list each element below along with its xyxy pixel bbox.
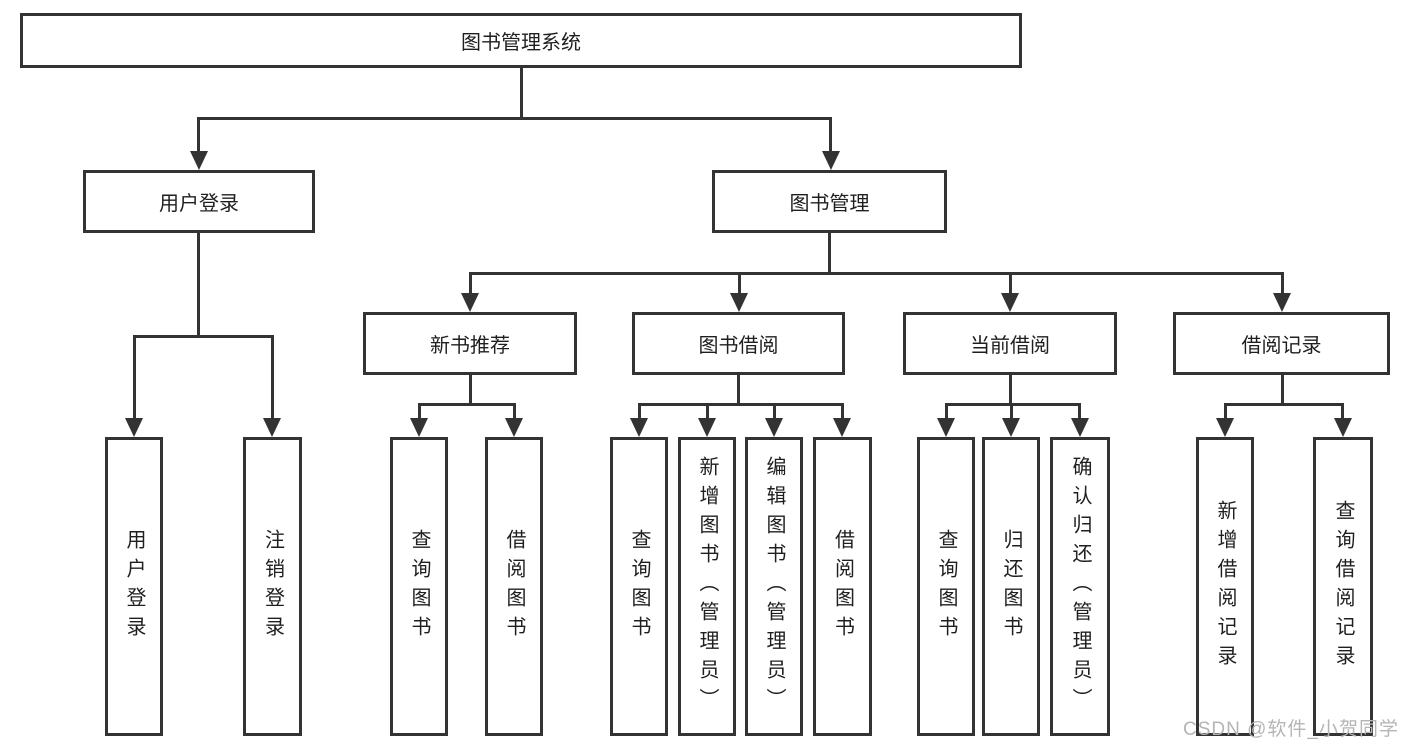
- connector-line: [197, 117, 831, 120]
- arrowhead-down: [730, 293, 748, 312]
- leaf-edit-book-admin: 编辑图书（管理员）: [745, 437, 803, 736]
- connector-line: [1010, 403, 1013, 419]
- leaf-label: 注销登录: [261, 528, 284, 645]
- node-new-book-recommendation: 新书推荐: [363, 312, 577, 375]
- connector-line: [1341, 403, 1344, 419]
- leaf-label: 查询图书: [628, 528, 650, 645]
- connector-line: [1224, 403, 1227, 419]
- node-borrowing-records: 借阅记录: [1173, 312, 1390, 375]
- arrowhead-down: [630, 418, 648, 437]
- leaf-label: 确认归还（管理员）: [1069, 456, 1091, 717]
- connector-line: [773, 403, 776, 419]
- arrowhead-down: [1001, 293, 1019, 312]
- connector-line: [133, 335, 136, 418]
- connector-line: [829, 117, 832, 151]
- leaf-label: 用户登录: [123, 528, 145, 645]
- connector-line: [520, 68, 523, 117]
- connector-line: [469, 375, 472, 403]
- leaf-user-login: 用户登录: [105, 437, 163, 736]
- leaf-label: 新增图书（管理员）: [696, 456, 718, 717]
- leaf-add-borrow-record: 新增借阅记录: [1196, 437, 1254, 736]
- node-user-login: 用户登录: [83, 170, 315, 233]
- leaf-label: 查询图书: [408, 528, 430, 645]
- leaf-label: 借阅图书: [831, 528, 854, 645]
- connector-line: [197, 233, 200, 335]
- arrowhead-down: [461, 293, 479, 312]
- leaf-query-borrow-record: 查询借阅记录: [1313, 437, 1373, 736]
- node-book-borrowing: 图书借阅: [632, 312, 845, 375]
- connector-line: [738, 272, 741, 294]
- connector-line: [737, 375, 740, 403]
- leaf-label: 归还图书: [1000, 528, 1022, 645]
- connector-line: [1281, 375, 1284, 403]
- leaf-label: 编辑图书（管理员）: [763, 456, 785, 717]
- leaf-label: 查询图书: [935, 528, 957, 645]
- arrowhead-down: [505, 418, 523, 437]
- csdn-watermark: CSDN @软件_小贺同学: [1183, 719, 1399, 740]
- leaf-query-books-current: 查询图书: [917, 437, 975, 736]
- leaf-query-books-recommend: 查询图书: [390, 437, 448, 736]
- leaf-return-books: 归还图书: [982, 437, 1040, 736]
- arrowhead-down: [833, 418, 851, 437]
- node-library-management-system: 图书管理系统: [20, 13, 1022, 68]
- leaf-label: 查询借阅记录: [1332, 499, 1354, 674]
- connector-line: [638, 403, 844, 406]
- arrowhead-down: [765, 418, 783, 437]
- arrowhead-down: [190, 151, 208, 170]
- arrowhead-down: [822, 151, 840, 170]
- connector-line: [469, 272, 472, 294]
- arrowhead-down: [698, 418, 716, 437]
- arrowhead-down: [1216, 418, 1234, 437]
- node-current-borrowing: 当前借阅: [903, 312, 1117, 375]
- arrowhead-down: [1334, 418, 1352, 437]
- leaf-borrow-books: 借阅图书: [813, 437, 872, 736]
- connector-line: [1009, 375, 1012, 403]
- leaf-label: 借阅图书: [503, 528, 525, 645]
- leaf-logout: 注销登录: [243, 437, 302, 736]
- connector-line: [1009, 272, 1012, 294]
- connector-line: [706, 403, 709, 419]
- connector-line: [513, 403, 516, 419]
- connector-line: [418, 403, 516, 406]
- connector-line: [197, 117, 200, 151]
- connector-line: [1078, 403, 1081, 419]
- connector-line: [271, 335, 274, 418]
- connector-line: [638, 403, 641, 419]
- connector-line: [469, 272, 1284, 275]
- leaf-label: 新增借阅记录: [1214, 499, 1236, 674]
- leaf-borrow-books-recommend: 借阅图书: [485, 437, 543, 736]
- connector-line: [945, 403, 948, 419]
- arrowhead-down: [1273, 293, 1291, 312]
- leaf-add-book-admin: 新增图书（管理员）: [678, 437, 736, 736]
- arrowhead-down: [125, 418, 143, 437]
- connector-line: [841, 403, 844, 419]
- connector-line: [945, 403, 1081, 406]
- arrowhead-down: [1002, 418, 1020, 437]
- leaf-query-books-borrowing: 查询图书: [610, 437, 668, 736]
- connector-line: [828, 233, 831, 272]
- arrowhead-down: [1071, 418, 1089, 437]
- node-book-management: 图书管理: [712, 170, 947, 233]
- connector-line: [1281, 272, 1284, 294]
- connector-line: [133, 335, 274, 338]
- arrowhead-down: [937, 418, 955, 437]
- leaf-confirm-return-admin: 确认归还（管理员）: [1050, 437, 1110, 736]
- arrowhead-down: [410, 418, 428, 437]
- connector-line: [1224, 403, 1344, 406]
- connector-line: [418, 403, 421, 419]
- arrowhead-down: [263, 418, 281, 437]
